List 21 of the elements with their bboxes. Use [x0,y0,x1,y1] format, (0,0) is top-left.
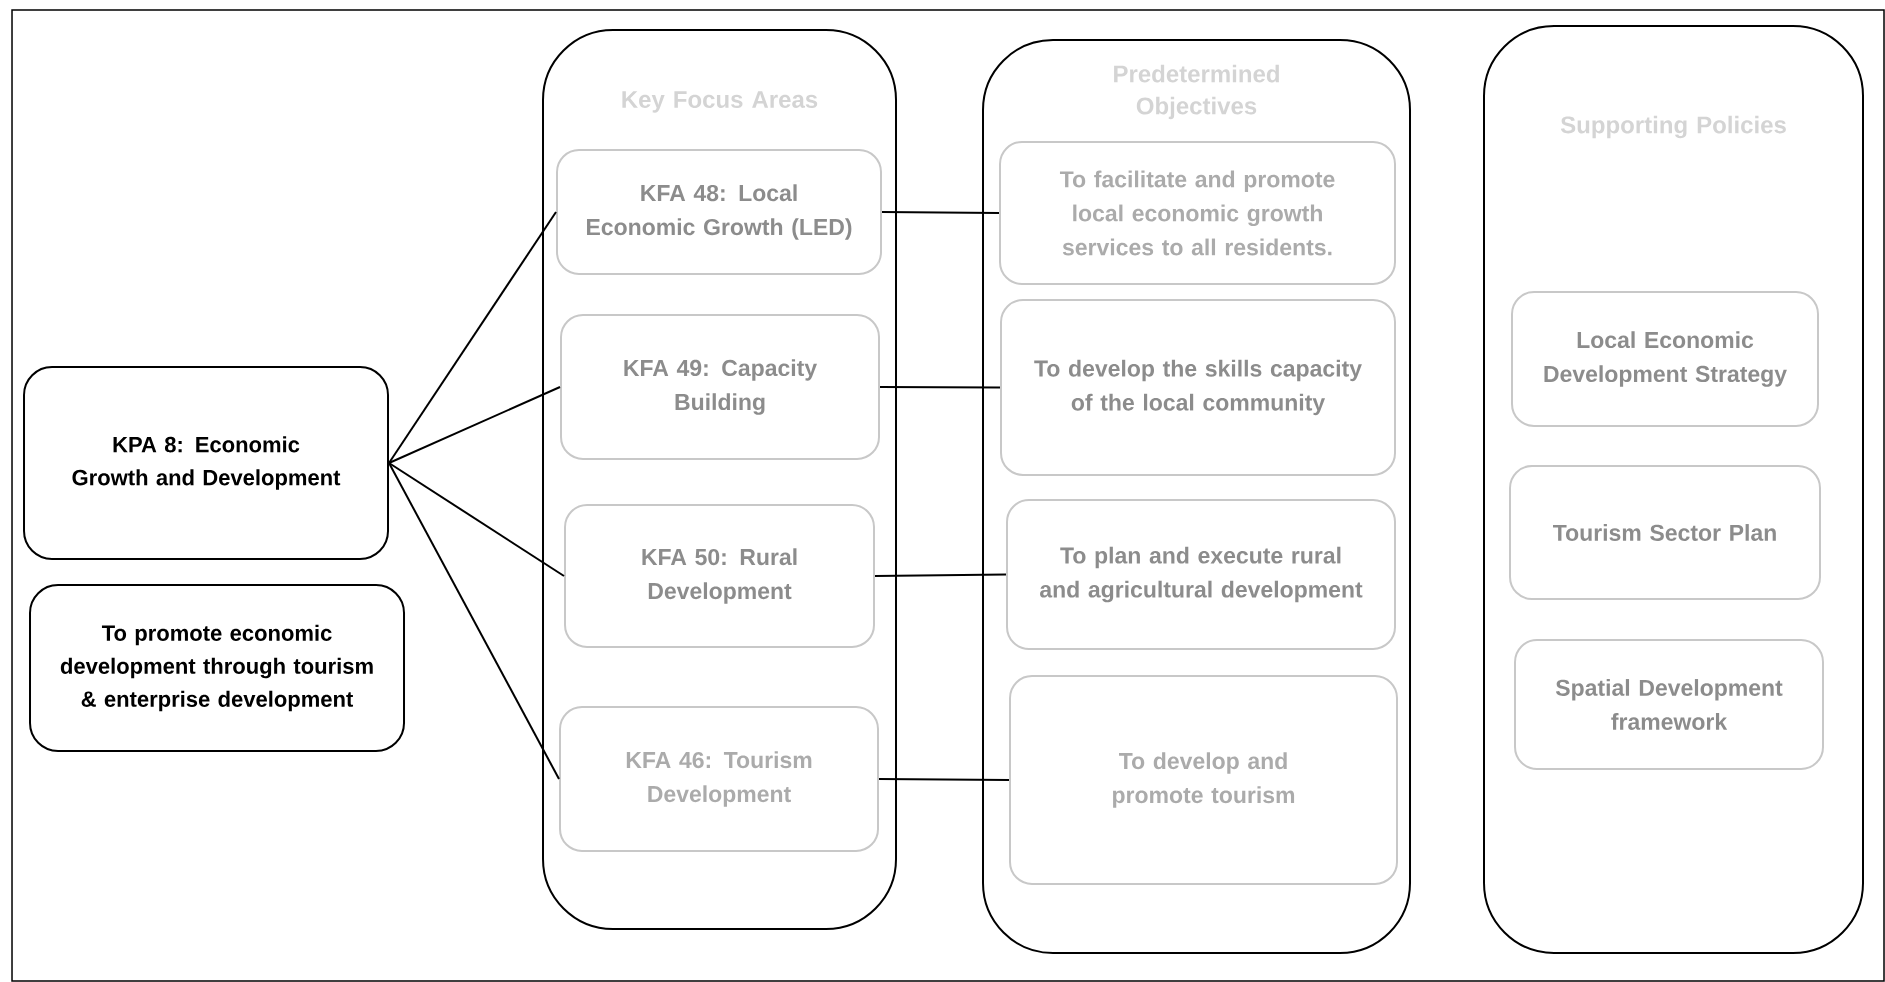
item-box: Local Economic Development Strategy [1511,291,1819,427]
item-box: KFA 50: Rural Development [564,504,875,648]
connector-line [388,386,561,464]
item-box: To develop the skills capacity of the local community [1000,299,1396,476]
connector-line [878,778,1010,781]
connector-line [881,211,1000,214]
objective-box: KPA 8: Economic Growth and Development [23,366,389,560]
connector-line [388,462,565,577]
connector-line [879,386,1001,389]
item-box: Spatial Development framework [1514,639,1824,770]
connector-line [874,573,1007,577]
connector-line [388,211,557,464]
item-box: KFA 49: Capacity Building [560,314,880,460]
item-box: Tourism Sector Plan [1509,465,1821,600]
item-box: To plan and execute rural and agricultural development [1006,499,1396,650]
item-box: KFA 48: Local Economic Growth (LED) [556,149,882,275]
objective-box: To promote economic development through tourism & enterprise development [29,584,405,752]
connector-line [388,462,560,780]
item-box: To develop and promote tourism [1009,675,1398,885]
item-box: KFA 46: Tourism Development [559,706,879,852]
item-box: To facilitate and promote local economic growth services to all residents. [999,141,1396,285]
